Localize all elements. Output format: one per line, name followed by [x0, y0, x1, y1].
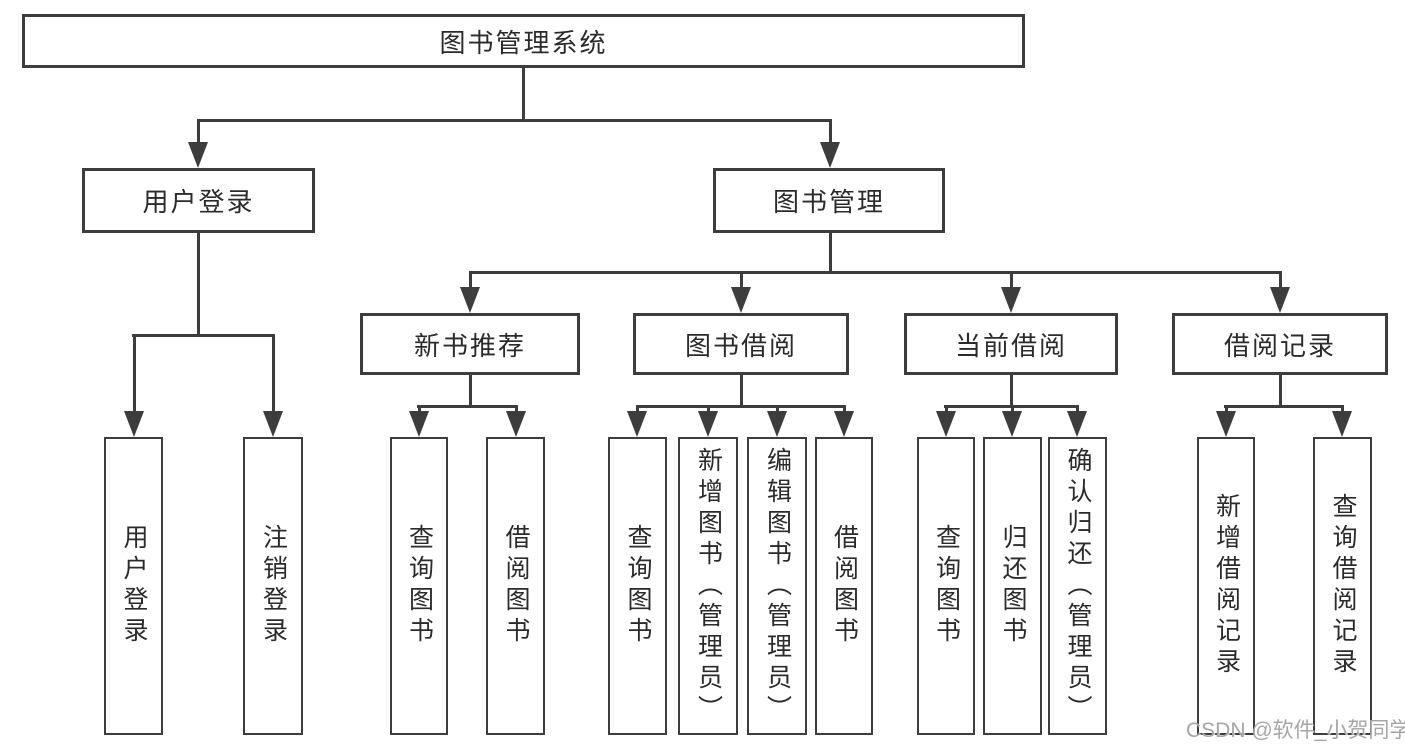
connector-arrow-records-add [1216, 405, 1236, 437]
leaf-borrow-borrow-books: 借阅图书 [815, 437, 873, 735]
leaf-borrow-edit-books-admin-label: 编辑图书（管理员） [763, 446, 792, 726]
leaf-current-confirm-return-admin-label: 确认归还（管理员） [1064, 446, 1092, 726]
connector-records-hline [1224, 405, 1344, 408]
connector-book-management-hline [469, 271, 1281, 274]
connector-arrow-current-return [1002, 405, 1022, 437]
connector-arrow-current-query [936, 405, 956, 437]
leaf-current-query-books-label: 查询图书 [932, 524, 961, 648]
connector-arrow-to-borrow-records [1270, 271, 1290, 313]
leaf-records-query-record-label: 查询借阅记录 [1329, 493, 1357, 679]
leaf-borrow-add-books-admin: 新增图书（管理员） [678, 437, 738, 735]
leaf-user-login-label: 用户登录 [120, 524, 148, 648]
leaf-current-confirm-return-admin: 确认归还（管理员） [1048, 437, 1107, 735]
connector-arrow-to-current-borrow [1001, 271, 1021, 313]
node-user-login-label: 用户登录 [142, 187, 255, 217]
node-book-borrow: 图书借阅 [633, 313, 849, 375]
node-book-management-label: 图书管理 [772, 187, 885, 217]
leaf-logout-label: 注销登录 [259, 524, 288, 648]
connector-user-login-hline [132, 334, 275, 337]
leaf-logout: 注销登录 [243, 437, 303, 735]
connector-current-stub [1010, 375, 1013, 408]
node-root: 图书管理系统 [22, 14, 1025, 68]
leaf-user-login: 用户登录 [104, 437, 163, 735]
connector-borrow-stub [740, 375, 743, 408]
leaf-current-query-books: 查询图书 [917, 437, 975, 735]
leaf-borrow-add-books-admin-label: 新增图书（管理员） [694, 446, 723, 726]
leaf-borrow-edit-books-admin: 编辑图书（管理员） [747, 437, 807, 735]
csdn-watermark: CSDN @软件_小贺同学 [1186, 719, 1405, 742]
connector-arrow-recommend-query [409, 405, 429, 437]
connector-borrow-hline [636, 405, 846, 408]
node-root-label: 图书管理系统 [439, 27, 608, 58]
leaf-recommend-borrow-books-label: 借阅图书 [502, 524, 530, 648]
connector-arrow-borrow-query [627, 405, 647, 437]
connector-arrow-recommend-borrow [506, 405, 526, 437]
node-user-login: 用户登录 [82, 168, 315, 233]
node-new-book-recommend-label: 新书推荐 [413, 330, 526, 361]
leaf-recommend-query-books-label: 查询图书 [405, 524, 434, 648]
connector-arrow-current-confirm [1067, 405, 1087, 437]
connector-arrow-to-book-borrow [731, 271, 751, 313]
leaf-borrow-borrow-books-label: 借阅图书 [830, 524, 859, 648]
connector-arrow-to-leaf-logout [263, 334, 283, 437]
node-new-book-recommend: 新书推荐 [360, 313, 580, 375]
leaf-current-return-books-label: 归还图书 [999, 524, 1027, 648]
node-current-borrow-label: 当前借阅 [954, 330, 1067, 361]
connector-arrow-borrow-edit [767, 405, 787, 437]
connector-root-hline [197, 119, 831, 122]
connector-recommend-hline [417, 405, 517, 408]
connector-arrow-to-user-login [188, 119, 208, 168]
leaf-records-query-record: 查询借阅记录 [1313, 437, 1372, 735]
connector-user-login-stub [197, 233, 200, 337]
leaf-current-return-books: 归还图书 [983, 437, 1042, 735]
connector-arrow-to-book-management [820, 119, 840, 168]
leaf-borrow-query-books-label: 查询图书 [624, 524, 652, 648]
connector-arrow-borrow-borrow [834, 405, 854, 437]
connector-arrow-borrow-add [698, 405, 718, 437]
leaf-recommend-borrow-books: 借阅图书 [486, 437, 545, 735]
node-current-borrow: 当前借阅 [904, 313, 1118, 375]
leaf-records-add-record: 新增借阅记录 [1197, 437, 1255, 735]
connector-recommend-stub [469, 375, 472, 408]
connector-arrow-to-new-book-recommend [460, 271, 480, 313]
connector-book-management-stub [829, 233, 832, 273]
connector-root-stub [522, 68, 525, 121]
leaf-borrow-query-books: 查询图书 [608, 437, 667, 735]
connector-arrow-records-query [1332, 405, 1352, 437]
node-book-management: 图书管理 [713, 168, 945, 233]
connector-arrow-to-leaf-user-login [124, 334, 144, 437]
node-borrow-records: 借阅记录 [1172, 313, 1388, 375]
leaf-records-add-record-label: 新增借阅记录 [1212, 493, 1241, 679]
connector-records-stub [1279, 375, 1282, 408]
node-book-borrow-label: 图书借阅 [684, 330, 797, 361]
node-borrow-records-label: 借阅记录 [1223, 330, 1336, 361]
leaf-recommend-query-books: 查询图书 [390, 437, 448, 735]
